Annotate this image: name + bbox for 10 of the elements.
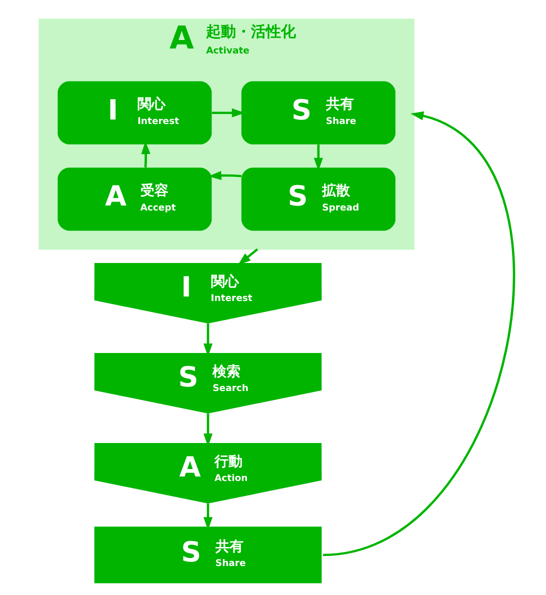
node-box: S 共有 Share — [241, 81, 396, 144]
arrow — [141, 141, 150, 168]
arrow — [208, 171, 242, 180]
node-box: I 関心 Interest — [58, 81, 212, 144]
node-box: S 拡散 Spread — [241, 168, 396, 231]
arrow — [322, 111, 514, 556]
arrow — [238, 248, 258, 266]
node-box: S 共有 Share — [94, 526, 322, 584]
node-box: A 受容 Accept — [58, 168, 212, 231]
arrow — [314, 144, 323, 171]
